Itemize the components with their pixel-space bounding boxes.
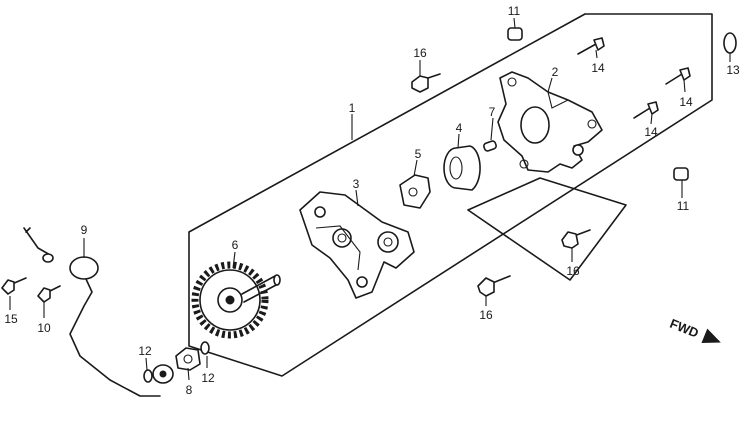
callout-11-lower: 11: [677, 199, 690, 213]
callout-6: 6: [232, 238, 239, 252]
callout-13: 13: [726, 63, 740, 77]
flange-bolt-lower: [477, 275, 511, 297]
screw-right: [665, 67, 691, 85]
callout-8: 8: [186, 383, 193, 397]
callout-14-right: 14: [679, 95, 693, 109]
callout-14-upper: 14: [591, 61, 605, 75]
inner-rotor: [399, 174, 431, 209]
callout-9: 9: [81, 223, 88, 237]
collar-lower: [673, 167, 689, 181]
callout-7: 7: [489, 105, 496, 119]
forward-arrow-head: [701, 328, 721, 344]
fitting-8: [175, 347, 201, 371]
callout-10: 10: [37, 321, 51, 335]
fwd-label: FWD: [668, 316, 701, 341]
callout-16-middle: 16: [566, 264, 580, 278]
leader-lines: [9, 17, 731, 381]
callout-16-upper: 16: [413, 46, 427, 60]
pump-cover: [299, 191, 415, 299]
callout-16-lower: 16: [479, 308, 493, 322]
bolt-10: [37, 285, 61, 303]
assembly-boundary: [188, 13, 713, 377]
callout-1: 1: [349, 101, 356, 115]
bolt-15: [1, 277, 27, 295]
collar-upper: [507, 27, 523, 41]
callout-4: 4: [456, 121, 463, 135]
pump-body: [497, 71, 603, 173]
screw-upper: [577, 37, 605, 55]
callout-14-middle: 14: [644, 125, 658, 139]
callout-15: 15: [4, 312, 18, 326]
flange-bolt-upper: [411, 73, 441, 93]
forward-direction-arrow: FWD: [668, 316, 721, 344]
callout-3: 3: [353, 177, 360, 191]
callout-2: 2: [552, 65, 559, 79]
oil-sensor-with-wire: [23, 227, 174, 397]
clip-right: [200, 341, 210, 355]
callout-5: 5: [415, 147, 422, 161]
callout-11-upper: 11: [508, 4, 521, 18]
clip-left: [143, 369, 153, 383]
dowel-pin: [483, 140, 497, 152]
outer-rotor: [443, 145, 481, 191]
pump-body-subgroup-outline: [467, 177, 627, 281]
callout-12-right: 12: [201, 371, 215, 385]
callout-12-left: 12: [138, 344, 152, 358]
flange-bolt-middle: [561, 229, 591, 249]
screw-middle: [633, 101, 659, 119]
drive-sprocket: [191, 261, 281, 339]
o-ring: [723, 32, 737, 54]
